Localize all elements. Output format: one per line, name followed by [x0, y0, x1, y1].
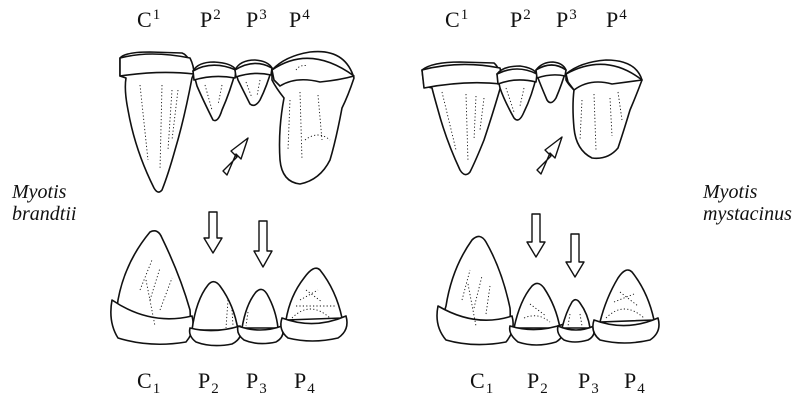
upper-row-mystacinus [422, 60, 642, 175]
lower-row-brandtii [111, 231, 347, 346]
arrow-down-p3-brandtii [254, 221, 272, 267]
tooth-lower-p4-mystacinus [600, 270, 654, 322]
tooth-lower-p3-brandtii [242, 289, 278, 328]
arrow-diagonal-brandtii [223, 138, 248, 175]
arrow-down-p2-brandtii [204, 212, 222, 253]
arrow-down-p3-mystacinus [566, 234, 584, 277]
arrow-diagonal-mystacinus [537, 137, 562, 174]
upper-row-brandtii [120, 52, 354, 193]
tooth-lower-p2-mystacinus [514, 283, 560, 328]
tooth-lower-p2-brandtii [192, 282, 238, 330]
arrow-down-p2-mystacinus [527, 214, 545, 257]
tooth-lower-p3-mystacinus [562, 300, 590, 328]
tooth-upper-c1-brandtii-crown [120, 54, 194, 76]
lower-row-mystacinus [437, 236, 659, 345]
tooth-lower-p4-brandtii [286, 268, 342, 320]
